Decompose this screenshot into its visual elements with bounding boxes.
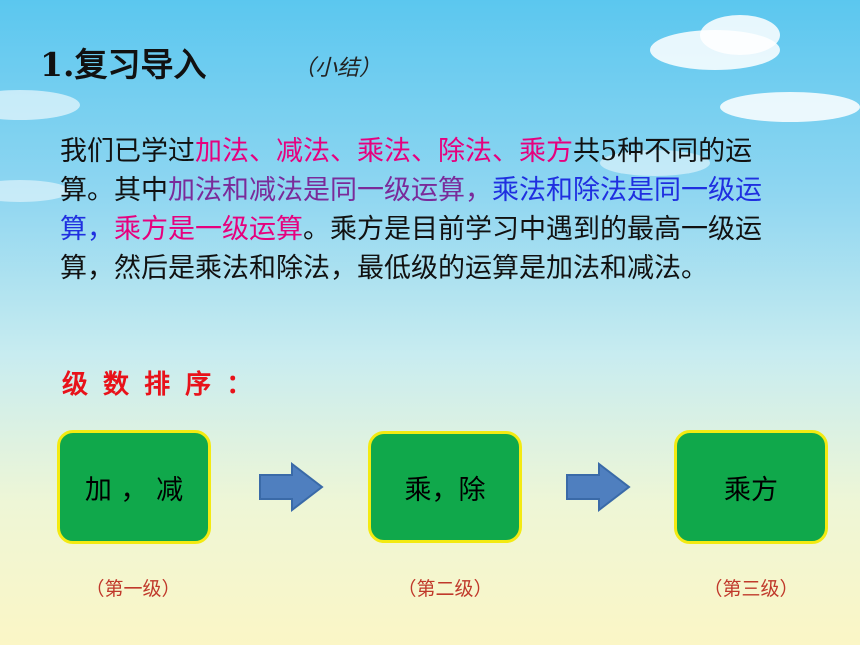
cloud-decoration	[700, 15, 780, 55]
paragraph-text: 我们已学过	[60, 136, 195, 167]
right-arrow-icon	[259, 462, 324, 512]
cloud-decoration	[0, 90, 80, 120]
slide-title: 1.复习导入	[40, 45, 207, 84]
cloud-decoration	[0, 180, 70, 202]
level-box-power: 乘方	[674, 430, 828, 544]
operations-list: 加法、减法、乘法、除法、乘方	[195, 136, 573, 167]
group-power: 乘方是一级运算	[114, 214, 303, 245]
ranking-label: 级 数 排 序 ：	[62, 370, 256, 400]
paragraph-text: 共5种不同的运算。其中	[60, 136, 753, 206]
cloud-decoration	[720, 92, 860, 122]
paragraph-text: 。乘方是目前学习中遇到的最高一级运算，然后是乘法和除法，最低级的运算是加法和减法…	[60, 214, 762, 284]
level-caption-second: （第二级）	[397, 578, 493, 600]
slide-subtitle: （小结）	[293, 56, 382, 81]
group-add-subtract: 加法和减法是同一级运算，	[168, 175, 492, 206]
level-box-add-subtract: 加 ， 减	[57, 430, 211, 544]
summary-paragraph: 我们已学过加法、减法、乘法、除法、乘方共5种不同的运算。其中加法和减法是同一级运…	[60, 132, 780, 288]
level-caption-third: （第三级）	[703, 578, 799, 600]
level-box-multiply-divide: 乘，除	[368, 431, 522, 543]
group-multiply-divide: 乘法和除法是同一级运算，	[60, 175, 762, 245]
right-arrow-icon	[566, 462, 631, 512]
level-caption-first: （第一级）	[85, 578, 181, 600]
cloud-decoration	[600, 150, 710, 176]
